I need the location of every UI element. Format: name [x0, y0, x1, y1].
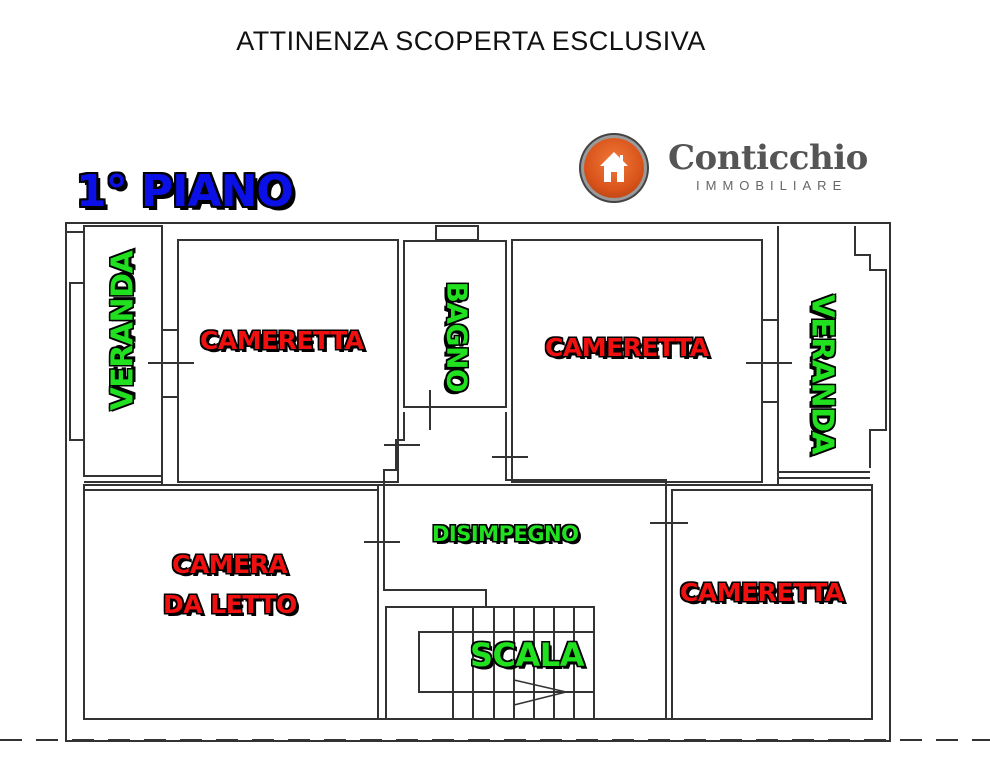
- room-label-veranda-right: VERANDA: [804, 294, 840, 455]
- plan-title: ATTINENZA SCOPERTA ESCLUSIVA: [236, 26, 706, 56]
- room-label-cameretta-2: CAMERETTA: [545, 333, 709, 362]
- room-label-camera-line1: CAMERA: [172, 550, 288, 579]
- agency-logo: Conticchio IMMOBILIARE: [584, 138, 874, 198]
- room-label-cameretta-3: CAMERETTA: [680, 578, 844, 607]
- room-label-scala: SCALA: [470, 636, 584, 674]
- room-label-camera-line2: DA LETTO: [163, 590, 297, 619]
- logo-subtitle: IMMOBILIARE: [696, 178, 848, 193]
- room-label-cameretta-1: CAMERETTA: [200, 326, 364, 355]
- floor-label: 1° PIANO: [76, 166, 294, 217]
- room-label-disimpegno: DISIMPEGNO: [432, 522, 579, 546]
- room-label-bagno: BAGNO: [440, 281, 474, 393]
- logo-name: Conticchio: [668, 138, 868, 178]
- logo-badge: [584, 138, 644, 198]
- room-label-veranda-left: VERANDA: [105, 250, 141, 411]
- house-icon: [600, 152, 628, 182]
